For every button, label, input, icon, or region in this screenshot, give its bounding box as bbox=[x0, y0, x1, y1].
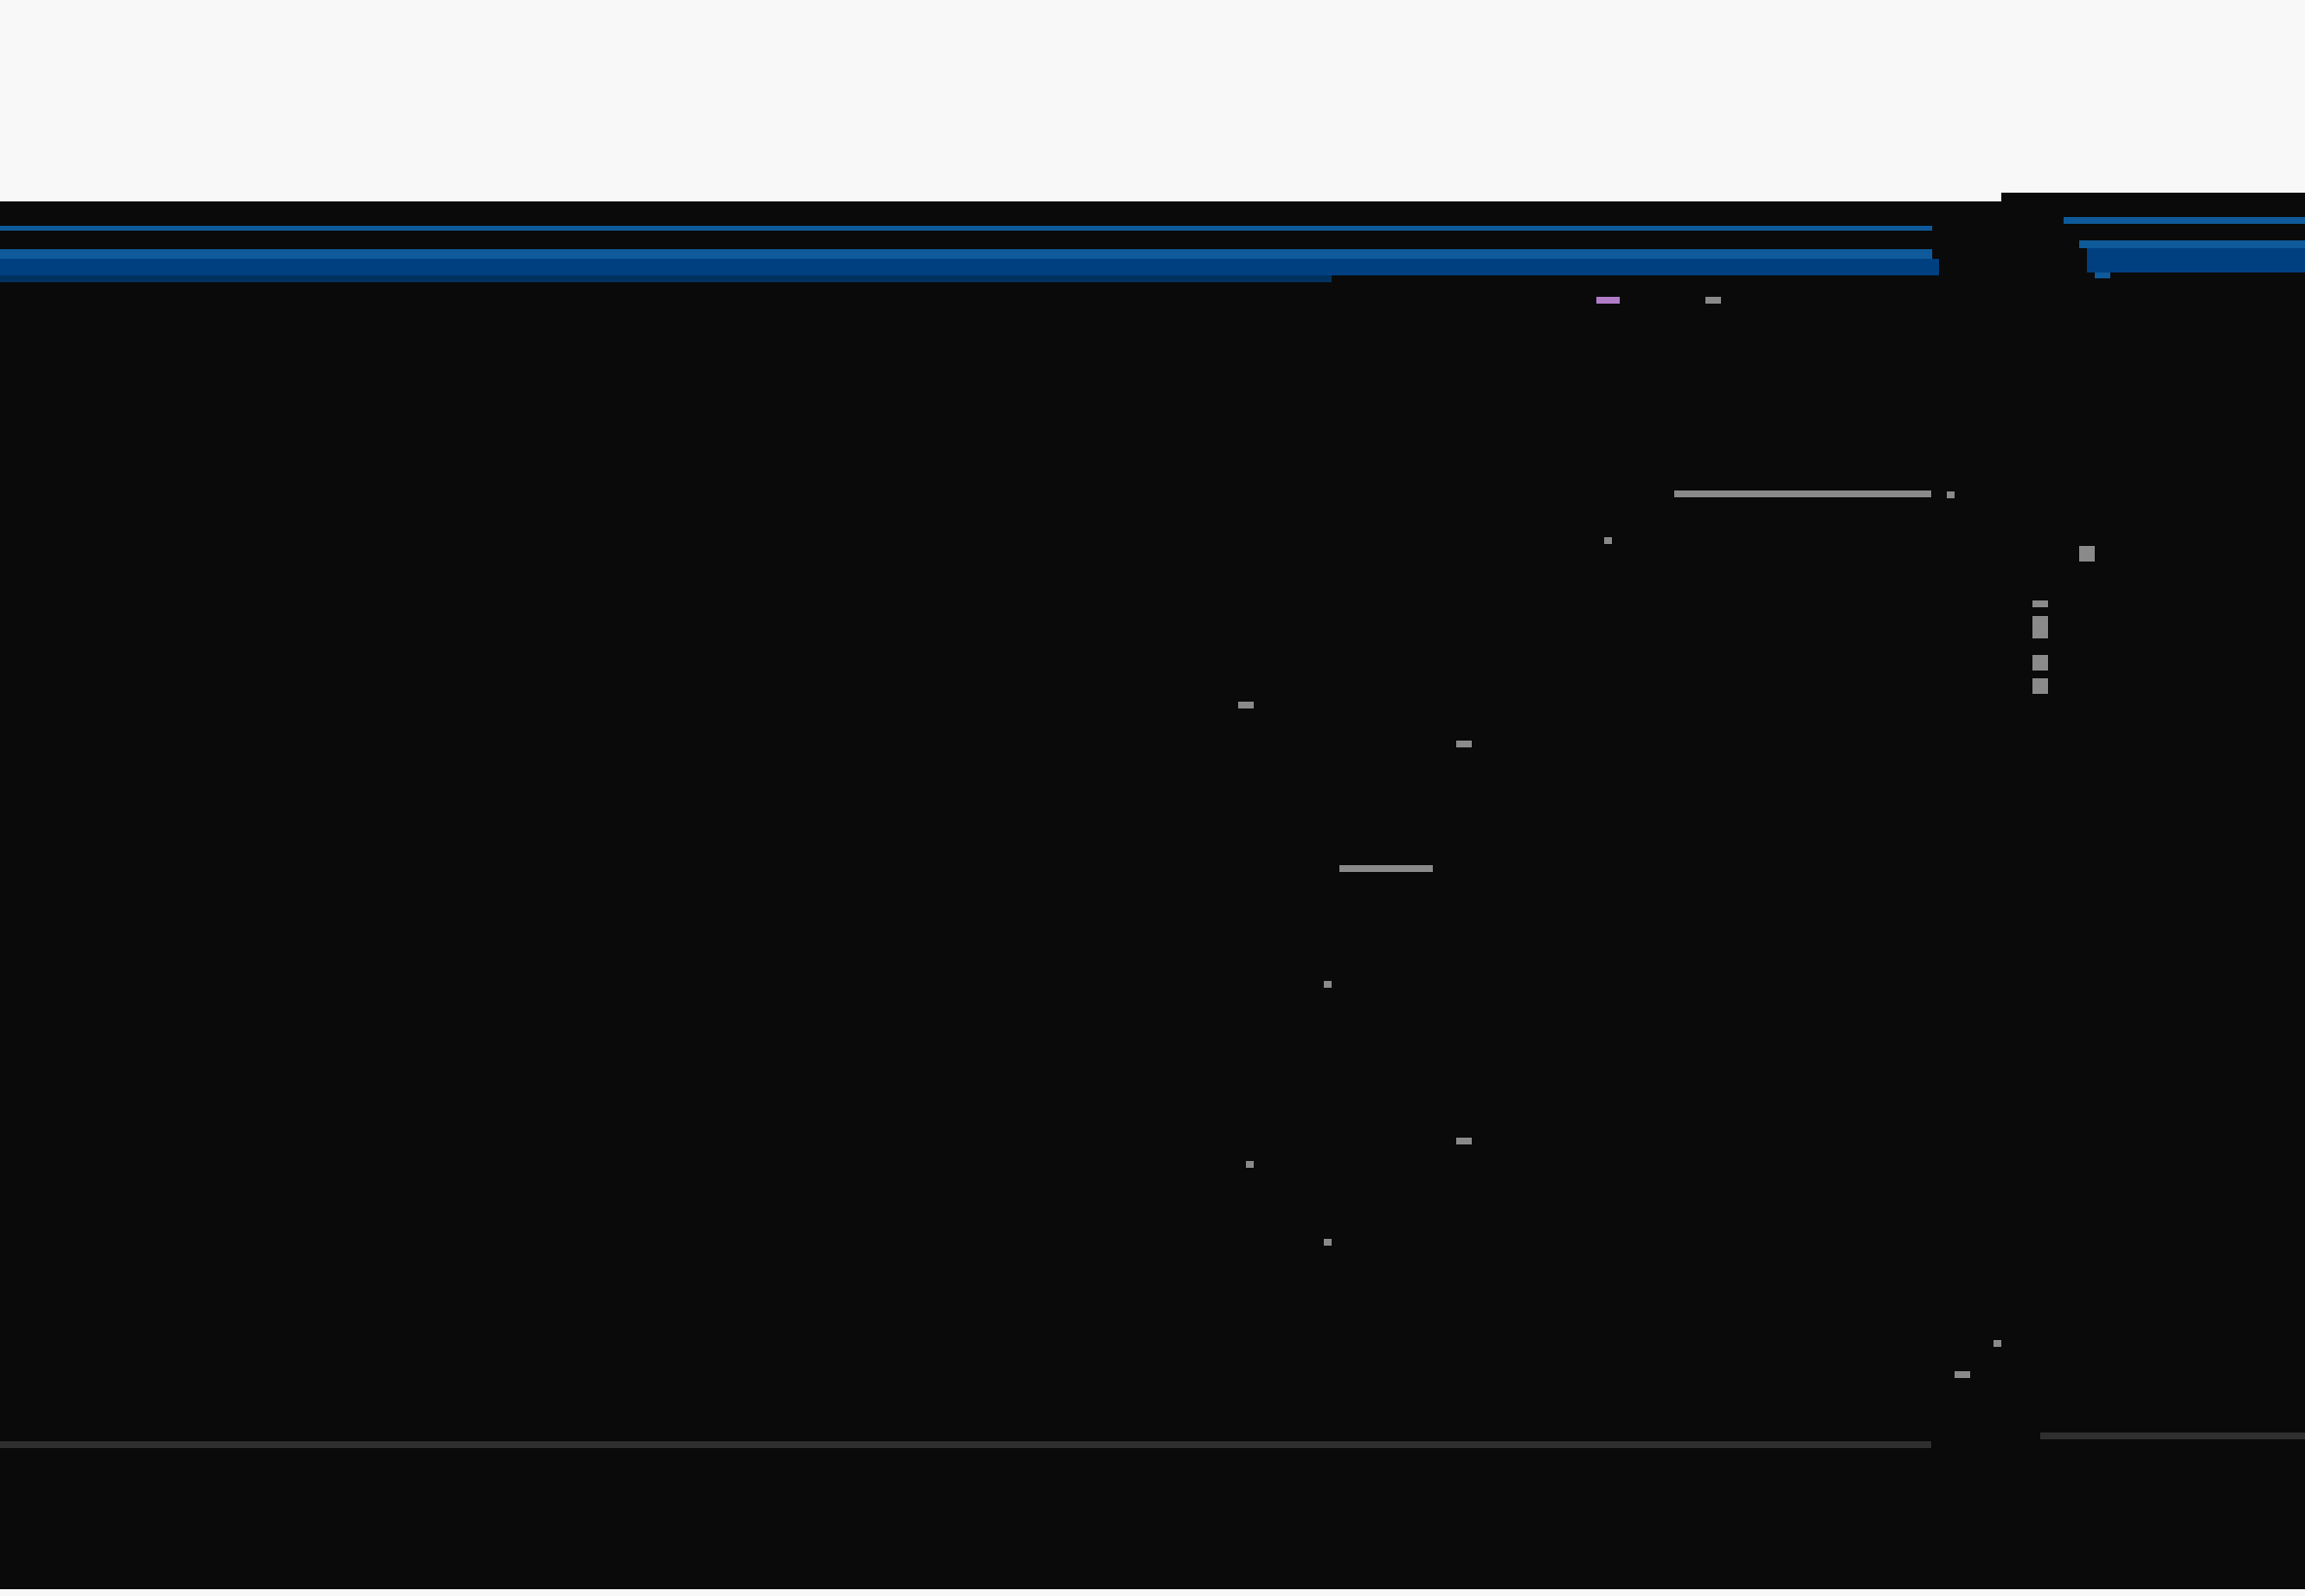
bottom-strip bbox=[0, 1589, 2305, 1596]
marker-dash bbox=[1955, 1371, 1970, 1378]
progress-line bbox=[1674, 490, 1931, 497]
marker-dot bbox=[1324, 981, 1332, 988]
marker-dash bbox=[1238, 702, 1254, 708]
bottom-divider bbox=[0, 1441, 1931, 1448]
side-header-tab[interactable] bbox=[2079, 240, 2305, 248]
main-panel bbox=[0, 201, 2001, 1590]
side-list-marker bbox=[2032, 616, 2048, 638]
progress-end-dot bbox=[1947, 491, 1955, 498]
marker-dot bbox=[1604, 537, 1612, 544]
header-active-bar[interactable] bbox=[0, 259, 1939, 275]
side-header-corner bbox=[2095, 272, 2110, 278]
side-list-marker bbox=[2032, 655, 2048, 671]
side-list-marker bbox=[2032, 600, 2048, 607]
header-tab-bar[interactable] bbox=[0, 249, 1932, 259]
side-panel bbox=[2001, 193, 2305, 1590]
text-line-placeholder bbox=[1339, 865, 1433, 872]
side-bottom-divider bbox=[2040, 1433, 2305, 1439]
side-header-thin-bar bbox=[2064, 217, 2305, 224]
top-blank-area bbox=[0, 0, 2305, 201]
side-square-marker bbox=[2079, 546, 2095, 562]
marker-dash bbox=[1456, 741, 1472, 747]
status-marker bbox=[1705, 297, 1721, 304]
side-list-marker bbox=[2032, 678, 2048, 694]
side-header-active[interactable] bbox=[2087, 248, 2305, 272]
marker-dot bbox=[1324, 1239, 1332, 1246]
header-underline-bar bbox=[0, 275, 1332, 282]
marker-dash bbox=[1456, 1138, 1472, 1144]
marker-dot bbox=[1994, 1340, 2001, 1347]
marker-dot bbox=[1246, 1161, 1254, 1168]
status-marker-violet bbox=[1596, 297, 1620, 304]
header-thin-bar bbox=[0, 226, 1932, 231]
